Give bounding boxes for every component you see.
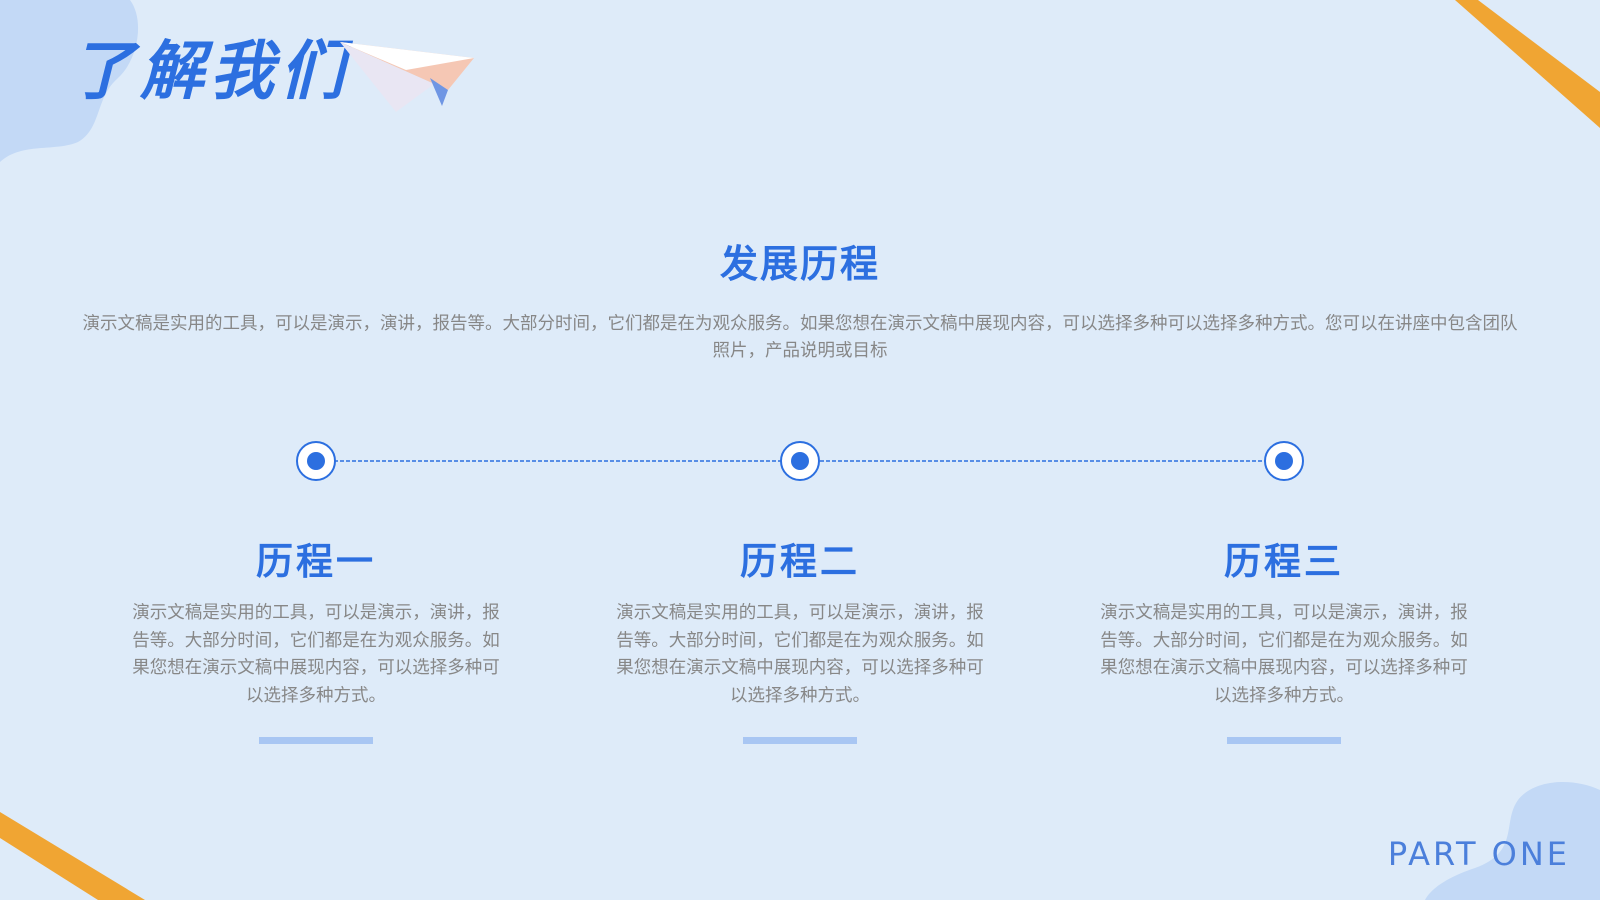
milestone-title: 历程二	[740, 540, 860, 583]
section-description: 演示文稿是实用的工具，可以是演示，演讲，报告等。大部分时间，它们都是在为观众服务…	[82, 314, 1518, 361]
milestone-2: 历程二 演示文稿是实用的工具，可以是演示，演讲，报告等。大部分时间，它们都是在为…	[610, 540, 990, 744]
milestone-underline	[1227, 737, 1341, 744]
timeline-node-3	[1264, 441, 1304, 481]
milestone-underline	[259, 737, 373, 744]
milestone-1: 历程一 演示文稿是实用的工具，可以是演示，演讲，报告等。大部分时间，它们都是在为…	[126, 540, 506, 744]
page-title: 了解我们	[70, 35, 350, 109]
milestone-title: 历程一	[256, 540, 376, 583]
milestone-title: 历程三	[1224, 540, 1344, 583]
milestone-text: 演示文稿是实用的工具，可以是演示，演讲，报告等。大部分时间，它们都是在为观众服务…	[1100, 603, 1468, 706]
milestone-3: 历程三 演示文稿是实用的工具，可以是演示，演讲，报告等。大部分时间，它们都是在为…	[1094, 540, 1474, 744]
section-title: 发展历程	[719, 242, 880, 286]
timeline-node-2	[780, 441, 820, 481]
paper-plane-icon	[340, 42, 474, 112]
milestone-underline	[743, 737, 857, 744]
part-label: PART ONE	[1387, 835, 1570, 873]
timeline-node-1	[296, 441, 336, 481]
milestone-text: 演示文稿是实用的工具，可以是演示，演讲，报告等。大部分时间，它们都是在为观众服务…	[132, 603, 500, 706]
milestone-text: 演示文稿是实用的工具，可以是演示，演讲，报告等。大部分时间，它们都是在为观众服务…	[616, 603, 984, 706]
